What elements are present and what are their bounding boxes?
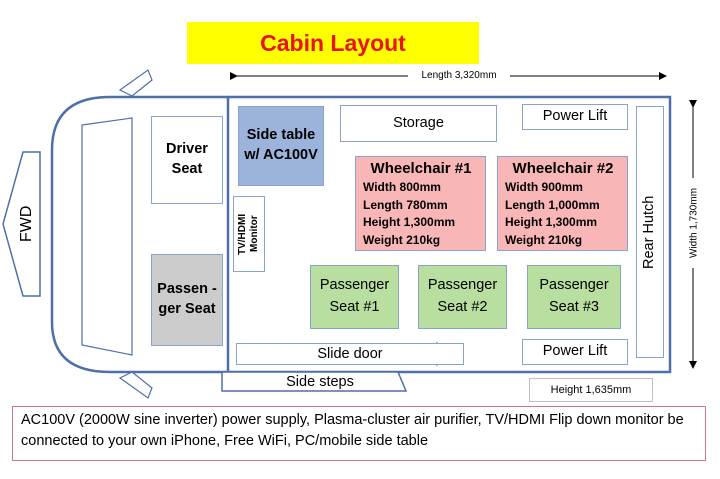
height-label: Height 1,635mm [529,378,653,402]
side-table: Side table w/ AC100V [238,106,324,186]
amenities-note: AC100V (2000W sine inverter) power suppl… [12,406,706,461]
passenger-seat-2: Passenger Seat #2 [418,265,507,329]
wheelchair-1-title: Wheelchair #1 [370,160,472,177]
van-front-outline [50,95,228,374]
rear-hutch: Rear Hutch [636,106,664,358]
diagram-title: Cabin Layout [187,22,479,64]
wheelchair-2-title: Wheelchair #2 [512,160,614,177]
cabin-outline [226,95,672,374]
wheelchair-1-weight: Weight 210kg [363,232,441,247]
slide-door-label: Slide door [317,346,383,362]
driver-seat: Driver Seat [151,116,223,204]
wheelchair-2-width: Width 900mm [505,180,583,194]
passenger-seat-1: Passenger Seat #1 [310,265,399,329]
forward-label: FWD [18,205,35,243]
mirror-bottom [118,371,153,399]
wheelchair-2: Wheelchair #2 Width 900mm Length 1,000mm… [497,156,628,251]
wheelchair-1-height: Height 1,300mm [363,215,456,229]
side-steps-label: Side steps [286,373,354,390]
forward-arrow [2,151,41,297]
storage: Storage [340,105,497,142]
tv-hdmi-monitor: TV/HDMI Monitor [233,196,265,272]
length-label: Length 3,320mm [408,66,510,84]
wheelchair-1-width: Width 800mm [363,180,441,194]
power-lift-top: Power Lift [522,104,628,130]
mirror-top [118,69,153,97]
wheelchair-1: Wheelchair #1 Width 800mm Length 780mm H… [355,156,486,251]
wheelchair-2-length: Length 1,000mm [505,197,600,212]
slide-door [236,343,464,365]
wheelchair-2-weight: Weight 210kg [505,232,583,247]
passenger-front-seat: Passen -ger Seat [151,254,223,346]
width-label: Width 1,730mm [686,178,702,268]
wheelchair-2-height: Height 1,300mm [505,215,598,229]
power-lift-bottom: Power Lift [522,339,628,365]
side-steps-outline [221,371,408,392]
windshield [81,117,133,356]
wheelchair-1-length: Length 780mm [363,197,448,212]
passenger-seat-3: Passenger Seat #3 [527,265,621,329]
